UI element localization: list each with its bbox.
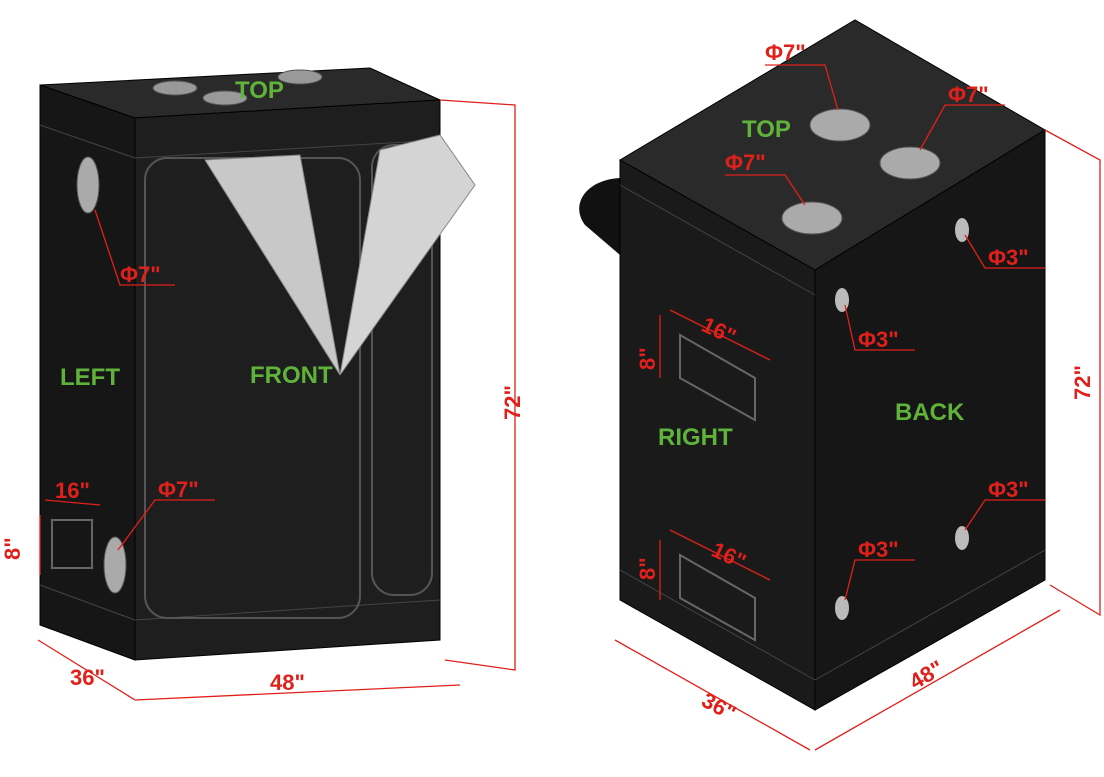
label-top: TOP <box>742 116 791 143</box>
back-hole <box>835 288 849 312</box>
dim-vent-width: 16" <box>55 478 90 503</box>
dim-hole-upper: Φ7" <box>120 262 161 287</box>
back-hole <box>955 526 969 550</box>
dim-vent-height: 8" <box>0 537 25 560</box>
dim-hole-lower: Φ7" <box>158 477 199 502</box>
right-tent: TOP RIGHT BACK Φ7" Φ7" Φ7" Φ3" Φ3" Φ3" Φ… <box>579 19 1101 751</box>
label-front: FRONT <box>250 362 333 389</box>
back-hole <box>835 596 849 620</box>
dim-top-hole-2: Φ7" <box>948 82 989 107</box>
side-vent <box>51 519 93 569</box>
top-hole <box>879 146 941 180</box>
top-hole <box>809 108 871 142</box>
left-tent: TOP LEFT FRONT Φ7" Φ7" 16" 8" 36" 48" 72… <box>0 67 525 701</box>
dim-depth: 36" <box>70 665 105 690</box>
dim-depth: 36" <box>698 687 741 725</box>
dim-width: 48" <box>270 670 305 695</box>
vent-lower <box>679 553 756 642</box>
dim-width: 48" <box>905 655 948 694</box>
top-hole <box>277 69 323 85</box>
dim-back-hole-4: Φ3" <box>858 537 899 562</box>
dim-back-hole-1: Φ3" <box>988 245 1029 270</box>
flap <box>579 178 620 255</box>
side-hole <box>76 156 100 214</box>
dim-height: 72" <box>1070 365 1095 400</box>
door-flap-reflective <box>204 154 341 376</box>
dim-back-hole-2: Φ3" <box>858 327 899 352</box>
dim-top-hole-3: Φ7" <box>725 150 766 175</box>
dim-top-hole-1: Φ7" <box>765 40 806 65</box>
door-flap-reflective-right <box>339 134 476 376</box>
label-back: BACK <box>895 399 965 426</box>
dim-height: 72" <box>500 385 525 420</box>
vent-upper <box>679 333 756 422</box>
dim-vent-lower-height: 8" <box>635 557 660 580</box>
top-hole <box>781 201 843 235</box>
label-left: LEFT <box>60 364 120 391</box>
dim-back-hole-3: Φ3" <box>988 477 1029 502</box>
side-hole <box>103 536 127 594</box>
label-top: TOP <box>235 77 284 104</box>
label-right: RIGHT <box>658 424 733 451</box>
dim-vent-upper-height: 8" <box>635 347 660 370</box>
right-tent-back-face <box>814 129 1046 711</box>
top-hole <box>152 80 198 96</box>
top-hole <box>202 90 248 106</box>
